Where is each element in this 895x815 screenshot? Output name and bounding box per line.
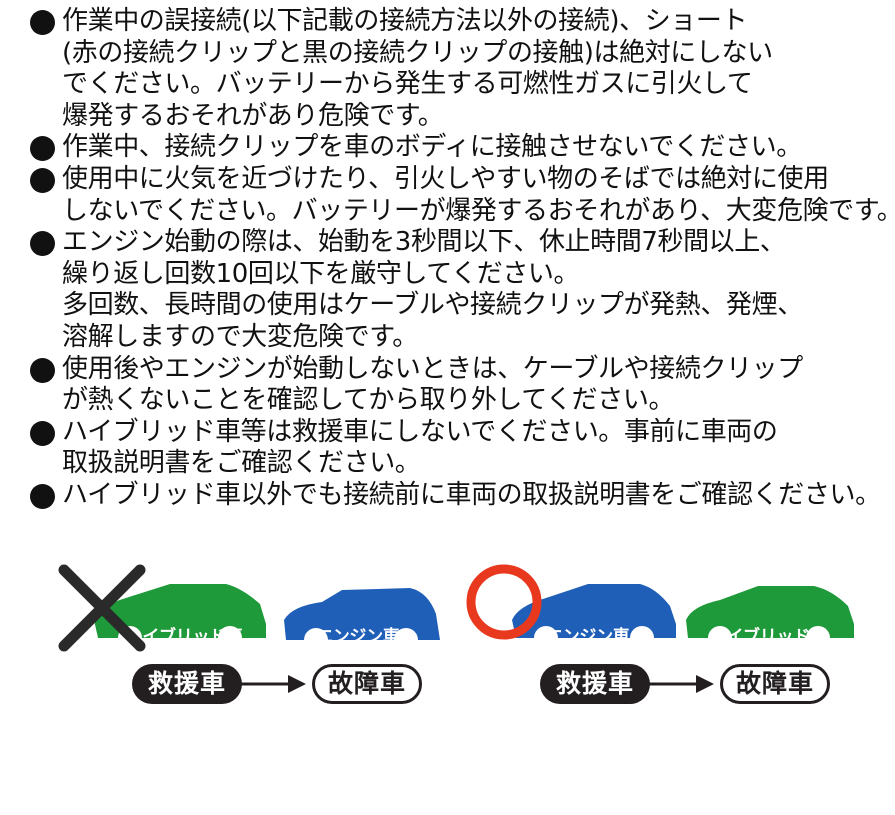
caution-line: ハイブリッド車以外でも接続前に車両の取扱説明書をご確認ください。 [62,479,881,510]
bullet-icon [30,136,55,162]
bullet-icon [30,231,55,257]
caution-line: 使用中に火気を近づけたり、引火しやすい物のそばでは絶対に使用 [62,163,829,194]
caution-item: エンジン始動の際は、始動を3秒間以下、休止時間7秒間以上、 繰り返し回数10回以… [30,227,880,353]
caution-item: 作業中、接続クリップを車のボディに接触させないでください。 [30,132,880,164]
car-icon: エンジン車 [510,580,680,652]
caution-list: 作業中の誤接続(以下記載の接続方法以外の接続)、ショート (赤の接続クリップと黒… [30,6,895,512]
car-label: ハイブリッド車 [126,627,243,647]
cross-mark-icon [58,564,146,652]
caution-line: 作業中、接続クリップを車のボディに接触させないでください。 [62,132,802,163]
disabled-vehicle-label: 故障車 [312,664,422,704]
rescue-vehicle-label: 救援車 [540,664,650,704]
bullet-icon [30,10,55,35]
car-icon: ハイブリッド車 [684,582,858,652]
caution-line: しないでください。バッテリーが爆発するおそれがあり、大変危険です。 [62,195,895,226]
circle-mark-icon [466,564,542,640]
caution-item: 作業中の誤接続(以下記載の接続方法以外の接続)、ショート (赤の接続クリップと黒… [30,6,880,132]
caution-line: 溶解しますので大変危険です。 [62,321,418,352]
caution-line: 多回数、長時間の使用はケーブルや接続クリップが発熱、発煙、 [62,290,803,321]
caution-line: が熱くないことを確認してから取り外してください。 [62,385,675,416]
caution-line: 取扱説明書をご確認ください。 [62,448,421,479]
car-label: エンジン車 [316,627,400,647]
caution-line: 爆発するおそれがあり危険です。 [62,100,444,131]
caution-item: ハイブリッド車以外でも接続前に車両の取扱説明書をご確認ください。 [30,479,881,512]
caution-line: でください。バッテリーから発生する可燃性ガスに引火して [62,69,753,100]
connection-diagram: ハイブリッド車 エンジン車 救援車 故障車 エンジン車 ハイブリッド車 救援車 … [0,560,895,720]
arrow-right-icon [648,675,714,693]
caution-line: ハイブリッド車等は救援車にしないでください。事前に車両の [62,416,778,447]
rescue-vehicle-label: 救援車 [132,664,242,704]
car-label: エンジン車 [546,627,630,647]
bullet-icon [30,483,55,509]
car-icon: エンジン車 [282,584,442,652]
caution-item: 使用中に火気を近づけたり、引火しやすい物のそばでは絶対に使用 しないでください。… [30,163,895,227]
caution-line: 使用後やエンジンが始動しないときは、ケーブルや接続クリップ [62,353,803,384]
caution-item: 使用後やエンジンが始動しないときは、ケーブルや接続クリップ が熱くないことを確認… [30,354,880,417]
caution-line: (赤の接続クリップと黒の接続クリップの接触)は絶対にしない [62,37,773,68]
disabled-vehicle-label: 故障車 [720,664,830,704]
caution-line: 繰り返し回数10回以下を厳守してください。 [62,258,580,289]
bullet-icon [30,420,55,446]
car-label: ハイブリッド車 [710,627,827,647]
caution-line: 作業中の誤接続(以下記載の接続方法以外の接続)、ショート [62,6,748,36]
bullet-icon [30,167,55,193]
car-icon: ハイブリッド車 [92,580,270,652]
bullet-icon [30,357,55,383]
arrow-right-icon [240,675,306,693]
caution-item: ハイブリッド車等は救援車にしないでください。事前に車両の 取扱説明書をご確認くだ… [30,417,880,480]
caution-line: エンジン始動の際は、始動を3秒間以下、休止時間7秒間以上、 [62,227,786,258]
